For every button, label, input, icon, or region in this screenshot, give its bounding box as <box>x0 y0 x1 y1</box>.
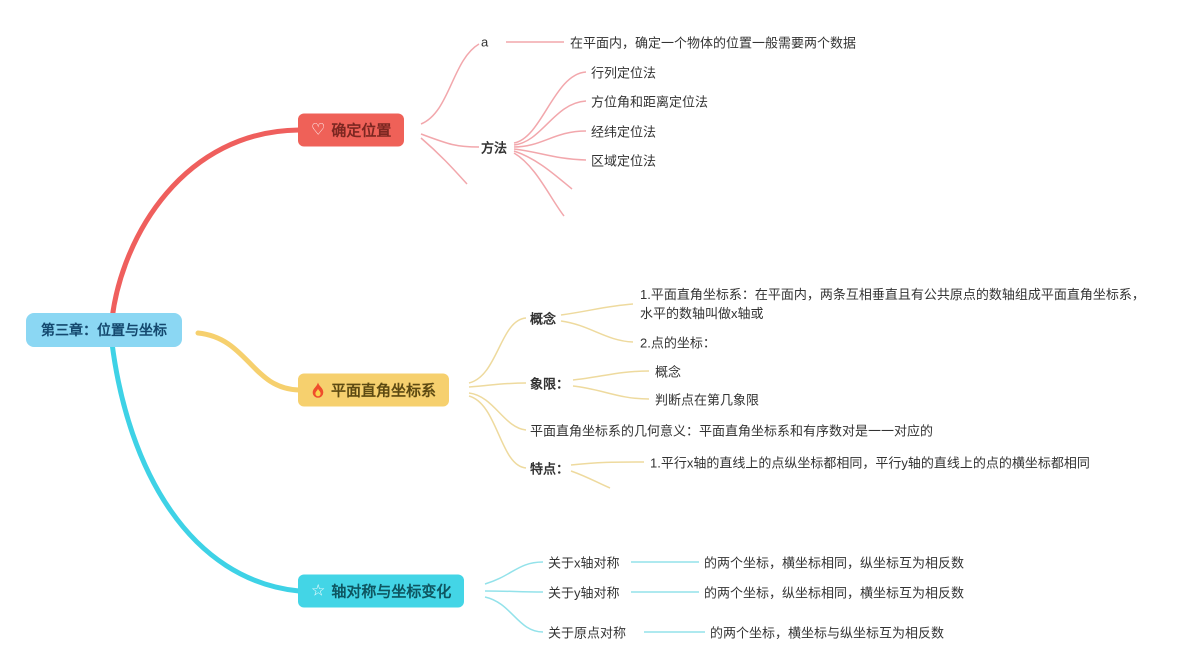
node-method-item[interactable]: 经纬定位法 <box>591 124 657 140</box>
branch-node-coordinate[interactable]: 平面直角坐标系 <box>298 373 450 407</box>
node-method[interactable]: 方法 <box>481 140 508 156</box>
connector-sym-o <box>484 596 544 633</box>
branch-label-coordinate: 平面直角坐标系 <box>331 382 437 400</box>
node-concept[interactable]: 概念 <box>530 311 557 327</box>
node-sym-y-desc[interactable]: 的两个坐标，纵坐标相同，横坐标互为相反数 <box>704 585 965 601</box>
node-feature-item[interactable]: 1.平行x轴的直线上的点纵坐标都相同，平行y轴的直线上的点的横坐标都相同 <box>650 455 1090 471</box>
branch-node-symmetry[interactable]: ☆ 轴对称与坐标变化 <box>298 574 465 608</box>
connector-stub <box>420 137 468 185</box>
node-method-item[interactable]: 方位角和距离定位法 <box>591 94 709 110</box>
node-sym-x[interactable]: 关于x轴对称 <box>548 555 620 571</box>
node-geometric-meaning[interactable]: 平面直角坐标系的几何意义：平面直角坐标系和有序数对是一一对应的 <box>530 423 934 439</box>
node-sym-o-desc[interactable]: 的两个坐标，横坐标与纵坐标互为相反数 <box>710 625 945 641</box>
connector-sym-x <box>484 561 544 585</box>
connector-method-1 <box>513 71 587 144</box>
connector-concept-2 <box>560 320 634 343</box>
connector-coord-concept <box>468 317 527 384</box>
node-feature[interactable]: 特点： <box>530 461 570 477</box>
flame-icon <box>311 382 325 398</box>
connector-feature-1 <box>570 461 645 466</box>
branch-node-position[interactable]: ♡ 确定位置 <box>298 113 405 147</box>
root-node[interactable]: 第三章：位置与坐标 <box>26 313 182 347</box>
branch-label-position: 确定位置 <box>331 122 392 140</box>
connector-quadrant-1 <box>572 370 650 381</box>
connector-stub <box>570 470 611 489</box>
branch-curve-coordinate <box>195 330 302 393</box>
connector-position-a <box>420 43 480 125</box>
root-label: 第三章：位置与坐标 <box>41 322 167 338</box>
heart-icon: ♡ <box>311 121 326 138</box>
connector-coord-feature <box>468 395 527 469</box>
node-method-item[interactable]: 行列定位法 <box>591 65 657 81</box>
connector-coord-meaning <box>468 392 527 431</box>
node-a-desc[interactable]: 在平面内，确定一个物体的位置一般需要两个数据 <box>570 35 857 51</box>
branch-label-symmetry: 轴对称与坐标变化 <box>331 583 452 601</box>
node-sym-o[interactable]: 关于原点对称 <box>548 625 627 641</box>
node-quadrant[interactable]: 象限： <box>530 376 570 392</box>
node-sym-x-desc[interactable]: 的两个坐标，横坐标相同，纵坐标互为相反数 <box>704 555 965 571</box>
branch-curve-position <box>109 127 302 322</box>
connector-method-2 <box>513 100 587 146</box>
node-sym-y[interactable]: 关于y轴对称 <box>548 585 620 601</box>
connector-stub <box>513 152 565 217</box>
connector-position-method <box>420 133 480 148</box>
star-icon: ☆ <box>311 582 326 599</box>
connector-sym-y <box>484 590 544 593</box>
connector-method-3 <box>513 130 587 148</box>
connector-concept-1 <box>560 303 634 316</box>
connector-stub <box>513 150 573 190</box>
node-a[interactable]: a <box>481 34 489 50</box>
node-quadrant-item[interactable]: 判断点在第几象限 <box>655 392 760 408</box>
connector-quadrant-2 <box>572 385 650 400</box>
branch-curve-symmetry <box>109 340 302 594</box>
node-concept-item[interactable]: 2.点的坐标： <box>640 335 716 351</box>
node-concept-item[interactable]: 1.平面直角坐标系：在平面内，两条互相垂直且有公共原点的数轴组成平面直角坐标系，… <box>640 287 1145 321</box>
node-quadrant-item[interactable]: 概念 <box>655 364 682 380</box>
node-method-item[interactable]: 区域定位法 <box>591 153 657 169</box>
connector-coord-quadrant <box>468 382 527 388</box>
connector-method-4 <box>513 148 587 161</box>
